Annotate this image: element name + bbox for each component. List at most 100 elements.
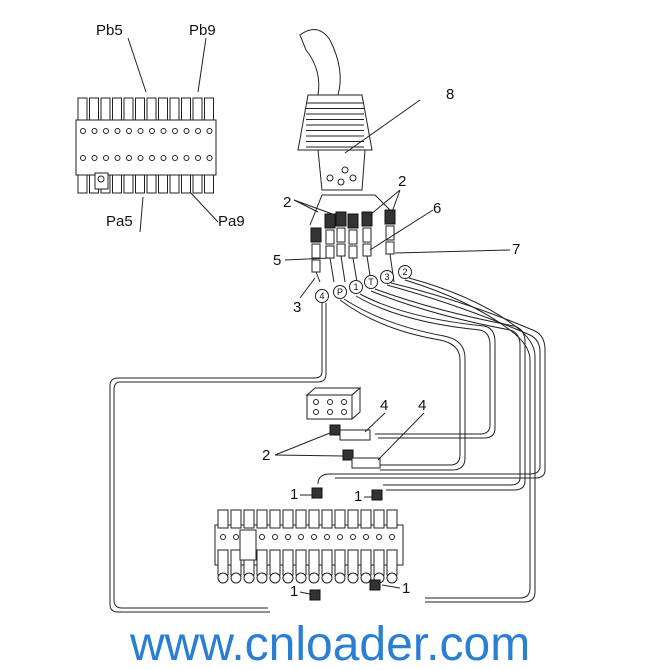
valve-port: [172, 128, 178, 134]
valve-section-top: [282, 509, 294, 529]
valve-port: [91, 155, 98, 161]
small-control-valve: [75, 97, 217, 194]
valve-section-bottom: [217, 549, 229, 576]
valve-spool-end: [321, 572, 333, 584]
fitting: [335, 211, 347, 227]
valve-port: [183, 155, 190, 161]
hose-end: [348, 245, 358, 259]
distribution-block: [305, 386, 381, 469]
valve-port: [206, 155, 213, 161]
valve-spool-end: [308, 572, 320, 584]
valve-spool-end: [360, 572, 372, 584]
valve-section-top: [347, 509, 359, 529]
valve-port: [376, 534, 382, 540]
callout-6: 6: [433, 200, 441, 217]
port-circle: [333, 285, 347, 299]
valve-port: [206, 128, 213, 134]
valve-port: [350, 534, 356, 540]
hose-line: [315, 271, 321, 283]
leader-8: [344, 99, 421, 154]
valve-port: [149, 128, 155, 134]
valve-section-top: [360, 509, 372, 529]
main-control-valve: [214, 509, 404, 584]
fitting-nut: [311, 243, 321, 259]
valve-section-top: [373, 509, 385, 529]
port-label: T: [368, 277, 374, 287]
fitting: [384, 209, 396, 225]
port-label: 3: [384, 272, 389, 282]
valve-port: [324, 534, 330, 540]
valve-port: [80, 128, 86, 134]
callout-1-tl: 1: [290, 486, 298, 503]
fitting-nut: [362, 227, 372, 243]
valve-section-top: [334, 509, 346, 529]
valve-section-bottom: [282, 549, 294, 576]
valve-section-top: [386, 509, 398, 529]
valve-port: [298, 534, 304, 540]
joystick: [297, 29, 373, 191]
fitting-nut: [325, 229, 335, 245]
valve-port: [183, 128, 190, 134]
callout-7: 7: [512, 241, 520, 258]
valve-section-top: [269, 509, 281, 529]
valve-port: [114, 128, 121, 134]
callout-2-right: 2: [398, 173, 406, 190]
valve-spool-end: [334, 572, 346, 584]
valve-port: [172, 155, 178, 161]
valve-port: [160, 128, 167, 134]
valve-spool-end: [282, 572, 294, 584]
valve-section-bottom: [295, 549, 307, 576]
label-pa9: Pa9: [218, 213, 245, 230]
valve-port: [363, 534, 369, 540]
port-circle: [364, 275, 378, 289]
callout-5: 5: [273, 252, 281, 269]
valve-section-bottom: [334, 549, 346, 576]
callout-2-block: 2: [262, 447, 270, 464]
valve-section-top: [243, 509, 255, 529]
valve-port: [389, 534, 395, 540]
valve-section-bottom: [347, 549, 359, 576]
hoses: [109, 277, 546, 613]
valve-port: [137, 155, 144, 161]
valve-spool-end: [243, 572, 255, 584]
callout-3: 3: [293, 299, 301, 316]
valve-section-bottom: [373, 549, 385, 576]
valve-port: [91, 128, 98, 134]
port-label: P: [337, 287, 343, 297]
valve-port: [137, 128, 144, 134]
callout-1-bl: 1: [290, 583, 298, 600]
valve-section-bottom: [256, 549, 268, 576]
valve-spool-end: [230, 572, 242, 584]
hose-line: [329, 257, 335, 283]
valve-port: [160, 155, 167, 161]
valve-section-bottom: [386, 549, 398, 576]
valve-section-bottom: [360, 549, 372, 576]
valve-spool-end: [386, 572, 398, 584]
small-valve-leaders: [127, 37, 219, 233]
callout-4-a: 4: [380, 397, 388, 414]
valve-port: [114, 155, 121, 161]
valve-port: [233, 534, 239, 540]
valve-spool-end: [217, 572, 229, 584]
valve-section-bottom: [321, 549, 333, 576]
valve-spool-end: [269, 572, 281, 584]
fitting: [310, 227, 322, 243]
callout-4-b: 4: [418, 397, 426, 414]
callout-2-left: 2: [283, 194, 291, 211]
valve-section-top: [217, 509, 229, 529]
watermark: www.cnloader.com: [129, 618, 530, 670]
valve-spool-end: [295, 572, 307, 584]
valve-spool-end: [256, 572, 268, 584]
valve-port: [337, 534, 343, 540]
fitting-nut: [336, 227, 346, 243]
port-circle: [315, 289, 329, 303]
fitting: [361, 211, 373, 227]
valve-port: [272, 534, 278, 540]
joystick-fittings: [310, 209, 396, 283]
label-pa5: Pa5: [106, 213, 133, 230]
hose-end: [362, 243, 372, 257]
valve-port: [80, 155, 86, 161]
